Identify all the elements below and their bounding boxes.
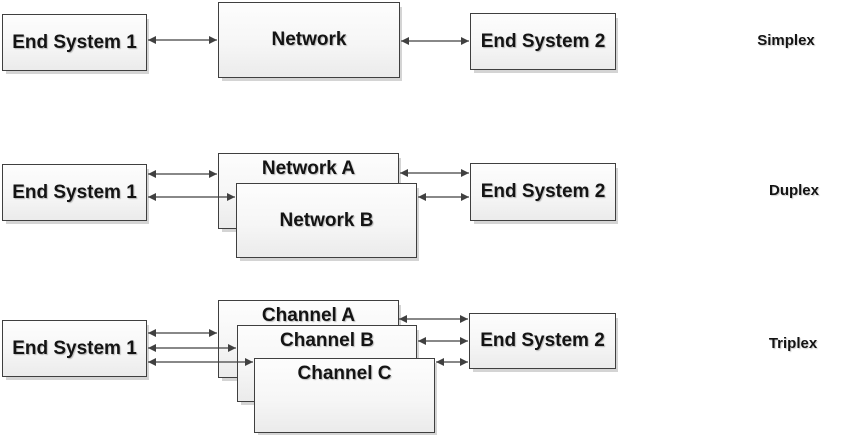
end-system-1-box-triplex: End System 1 [2,320,147,377]
box-label: Channel B [280,330,374,351]
end-system-1-box-duplex: End System 1 [2,164,147,221]
end-system-1-box-simplex: End System 1 [2,14,147,71]
network-b-box-duplex: Network B [236,183,417,258]
mode-label-duplex: Duplex [768,182,819,199]
end-system-2-box-simplex: End System 2 [470,13,616,70]
box-label: Network A [261,158,356,179]
box-label: End System 1 [12,181,137,203]
mode-label-simplex: Simplex [757,32,815,49]
box-label: End System 1 [12,337,137,359]
network-box-simplex: Network [218,2,400,78]
end-system-2-box-duplex: End System 2 [470,163,616,221]
box-label: Channel C [297,363,392,384]
box-label: End System 2 [480,330,605,351]
box-label: End System 2 [480,181,606,202]
box-label: End System 2 [480,30,606,52]
channel-c-box-triplex: Channel C [254,358,435,433]
mode-label-triplex: Triplex [768,335,818,352]
box-label: Network [271,29,347,50]
box-label: Channel A [261,305,356,326]
box-label: End System 1 [12,31,137,53]
end-system-2-box-triplex: End System 2 [469,313,616,369]
box-label: Network B [279,209,374,231]
